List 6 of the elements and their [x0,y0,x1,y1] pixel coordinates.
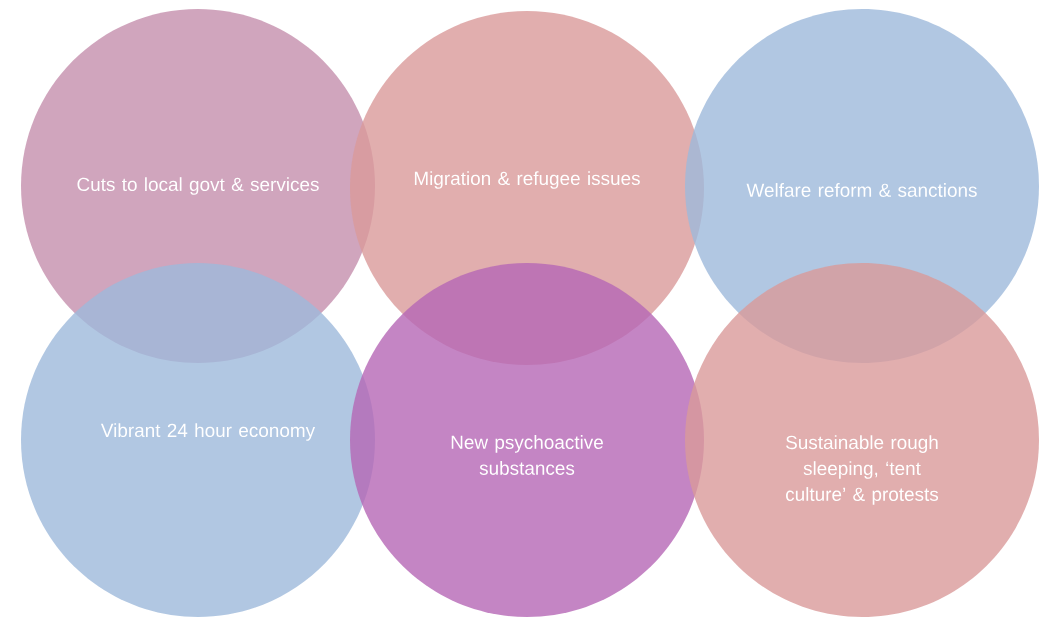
circle-label: Sustainable rough sleeping, ‘tent culture’ & protests [786,435,939,505]
circle-label: Migration & refugee issues [414,171,640,189]
circle-label: New psychoactive substances [451,435,603,475]
circle-label: Vibrant 24 hour economy [100,423,316,441]
circle-label: Cuts to local govt & services [77,177,319,195]
circle-label: Welfare reform & sanctions [746,183,977,197]
